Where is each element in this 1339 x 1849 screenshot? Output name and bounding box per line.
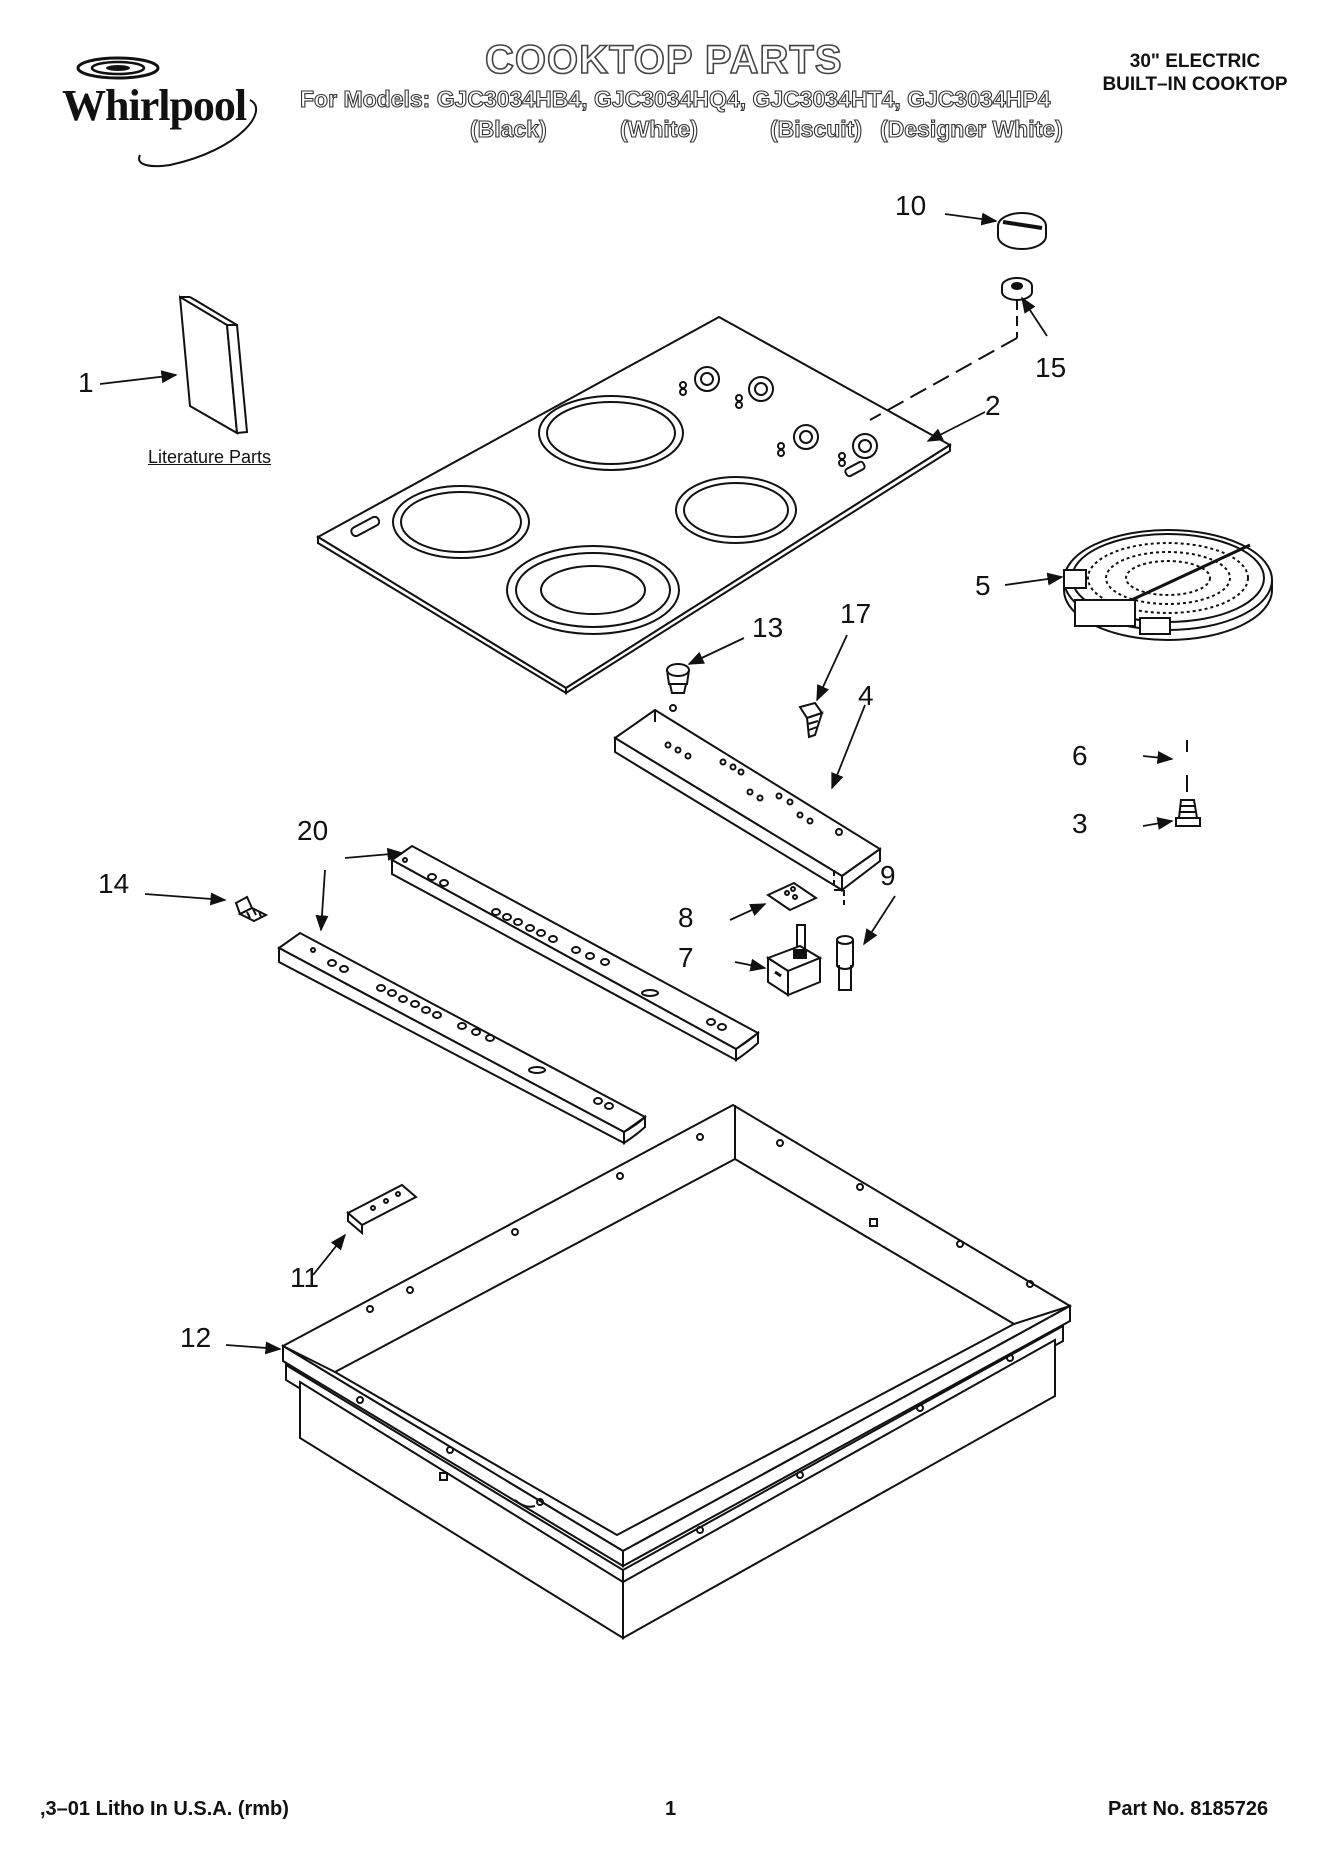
callout-1: 1: [78, 367, 94, 398]
callout-2: 2: [985, 390, 1001, 421]
trim-rail-back: [390, 844, 760, 1062]
control-bracket: [613, 704, 882, 893]
variant-black: (Black): [469, 115, 547, 142]
callout-10: 10: [895, 190, 927, 221]
leader-9: [863, 895, 896, 946]
callout-17: 17: [840, 598, 872, 629]
leader-8: [729, 903, 767, 921]
callout-4: 4: [858, 680, 874, 711]
callout-13: 13: [752, 612, 784, 643]
bracket-screw: [798, 701, 824, 739]
knob-grommet: [1001, 277, 1033, 301]
leader-15: [1021, 296, 1048, 337]
leader-5: [1004, 572, 1064, 586]
bracket-plug: [666, 663, 690, 694]
logo-swoosh-icon: [76, 56, 257, 168]
infinite-switch: [765, 924, 823, 997]
trim-screw: [234, 895, 269, 923]
literature-parts-label: Literature Parts: [148, 447, 272, 467]
leader-7: [734, 958, 767, 972]
callout-12: 12: [180, 1322, 212, 1353]
callout-9: 9: [880, 860, 896, 891]
leader-4: [831, 704, 866, 790]
callout-14: 14: [98, 868, 130, 899]
product-title-line2: BUILT–IN COOKTOP: [1102, 74, 1288, 95]
radiant-element: [1063, 529, 1273, 641]
callout-6: 6: [1072, 740, 1088, 771]
product-title-line1: 30" ELECTRIC: [1129, 51, 1261, 72]
leader-13: [687, 637, 745, 665]
callout-8: 8: [678, 902, 694, 933]
element-screw: [1175, 799, 1201, 827]
variant-white: (White): [619, 115, 698, 142]
leader-17: [816, 634, 848, 702]
leader-12: [225, 1341, 282, 1355]
trim-rail-front: [277, 931, 647, 1145]
leader-20b: [315, 869, 329, 932]
mounting-clip: [346, 1183, 418, 1236]
page-title: COOKTOP PARTS: [484, 37, 843, 83]
leader-20a: [344, 847, 404, 861]
callout-15: 15: [1035, 352, 1067, 383]
leader-14: [144, 892, 227, 906]
literature-booklet: [178, 295, 249, 435]
leader-11: [312, 1233, 347, 1276]
variant-biscuit: (Biscuit): [769, 115, 862, 142]
footer-printing-info: ,3–01 Litho In U.S.A. (rmb): [40, 1798, 289, 1820]
models-line: For Models: GJC3034HB4, GJC3034HQ4, GJC3…: [299, 85, 1051, 112]
leader-2: [926, 411, 986, 442]
callout-5: 5: [975, 570, 991, 601]
leader-3: [1142, 817, 1174, 830]
footer-page-number: 1: [665, 1798, 677, 1820]
brand-name: Whirlpool: [62, 81, 247, 130]
cooktop-box: [280, 1103, 1073, 1640]
switch-bracket: [765, 881, 819, 912]
callout-20: 20: [297, 815, 329, 846]
brand-logo: Whirlpool: [40, 40, 280, 170]
callout-7: 7: [678, 942, 694, 973]
leader-1: [99, 370, 178, 385]
callout-3: 3: [1072, 808, 1088, 839]
leader-6: [1142, 751, 1174, 764]
control-knob: [997, 212, 1047, 250]
footer-part-number: Part No. 8185726: [1108, 1798, 1269, 1820]
product-title: 30" ELECTRIC BUILT–IN COOKTOP: [1070, 50, 1320, 96]
callout-11: 11: [290, 1262, 320, 1293]
indicator-light: [833, 870, 854, 991]
cooktop-glass: [316, 315, 952, 695]
leader-10: [944, 212, 998, 226]
variant-designer-white: (Designer White): [879, 115, 1063, 142]
